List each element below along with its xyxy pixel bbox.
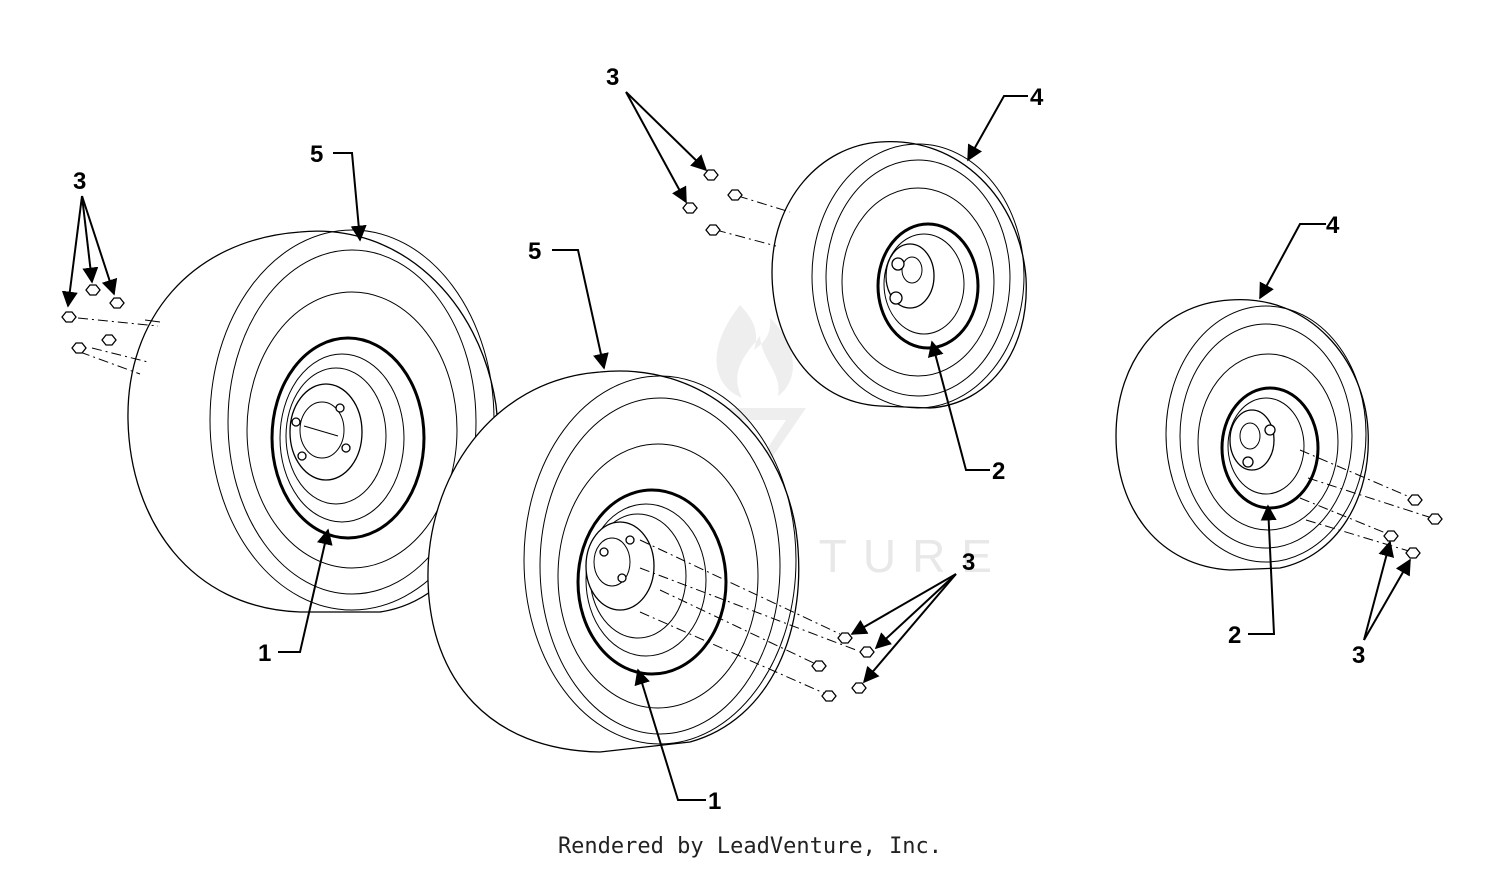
left-lug-nuts [61, 284, 125, 354]
upper-small-wheel [715, 141, 1027, 409]
center-lug-nuts [811, 632, 875, 702]
callout-5-left: 5 [310, 141, 323, 168]
callout-1-center: 1 [708, 788, 721, 815]
callout-1-left: 1 [258, 640, 271, 667]
callout-labels: 1 1 2 2 3 3 3 3 4 4 5 5 [73, 64, 1365, 815]
callout-3-bottom-right: 3 [1352, 642, 1365, 669]
callout-2-right: 2 [1228, 622, 1241, 649]
callout-3-center-right: 3 [962, 549, 975, 576]
callout-4-right: 4 [1326, 212, 1340, 239]
callout-4-upper: 4 [1030, 84, 1044, 111]
callout-2-upper: 2 [992, 458, 1005, 485]
right-small-wheel [1115, 299, 1433, 571]
left-large-wheel [77, 229, 499, 613]
right-lug-nuts [1383, 494, 1443, 559]
callout-5-center: 5 [528, 238, 541, 265]
callout-3-top: 3 [606, 64, 619, 91]
footer-credit: Rendered by LeadVenture, Inc. [557, 834, 943, 859]
center-large-wheel [427, 370, 857, 753]
upper-lug-nuts [682, 169, 743, 236]
callout-3-far-left: 3 [73, 168, 86, 195]
leader-lines [61, 91, 1411, 801]
